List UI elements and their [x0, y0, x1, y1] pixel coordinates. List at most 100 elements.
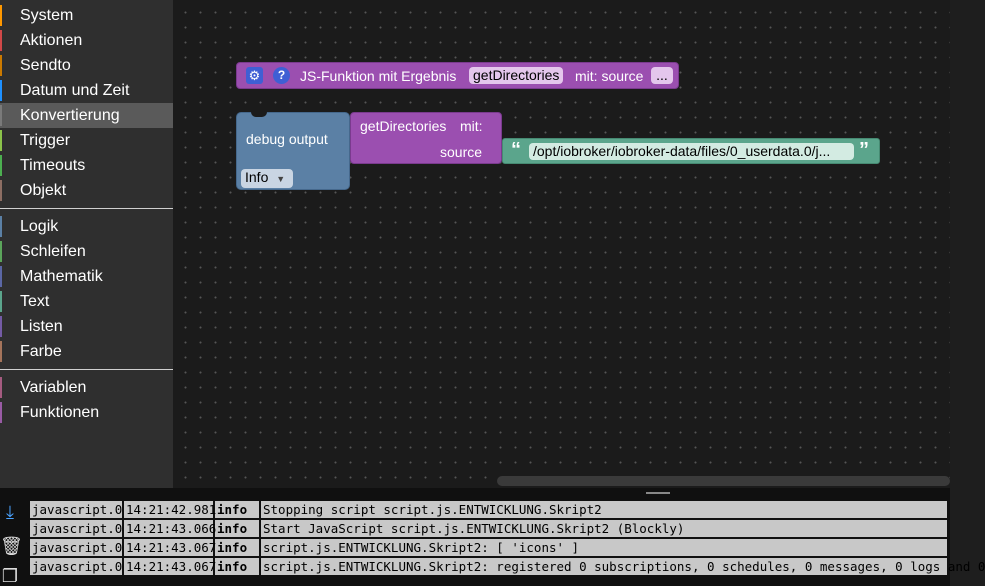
toolbox-category[interactable]: Schleifen — [0, 239, 173, 264]
log-cell-message: Stopping script script.js.ENTWICKLUNG.Sk… — [261, 501, 947, 518]
toolbox-category[interactable]: Mathematik — [0, 264, 173, 289]
category-color-stripe — [0, 80, 2, 101]
toolbox-category[interactable]: Aktionen — [0, 28, 173, 53]
log-cell-source: javascript.0 — [30, 520, 123, 537]
text-block[interactable]: “ /opt/iobroker/iobroker-data/files/0_us… — [502, 138, 880, 164]
category-label: Logik — [20, 218, 59, 235]
category-color-stripe — [0, 216, 2, 237]
log-cell-level: info — [215, 539, 259, 556]
category-label: System — [20, 7, 74, 24]
toolbox-separator — [0, 369, 173, 370]
debug-notch — [251, 112, 267, 117]
category-color-stripe — [0, 402, 2, 423]
log-level-dropdown[interactable]: Info ▼ — [241, 169, 293, 188]
category-color-stripe — [0, 155, 2, 176]
category-label: Farbe — [20, 343, 62, 360]
category-color-stripe — [0, 5, 2, 26]
copy-icon[interactable]: ❐ — [1, 566, 19, 586]
log-cell-time: 14:21:43.067 — [124, 558, 217, 575]
log-cell-time: 14:21:43.067 — [124, 539, 217, 556]
debug-output-label: debug output — [246, 131, 328, 147]
scroll-down-icon[interactable]: ⤓ — [6, 502, 14, 522]
category-label: Sendto — [20, 57, 71, 74]
function-definition-block[interactable]: ⚙ ? JS-Funktion mit Ergebnis getDirector… — [236, 62, 679, 89]
category-label: Objekt — [20, 182, 67, 199]
debug-output-block[interactable]: debug output Info ▼ — [236, 112, 350, 190]
log-cell-message: script.js.ENTWICKLUNG.Skript2: registere… — [261, 558, 985, 575]
toolbox-category[interactable]: Variablen — [0, 375, 173, 400]
toolbox-category[interactable]: Funktionen — [0, 400, 173, 425]
toolbox-category[interactable]: Sendto — [0, 53, 173, 78]
toolbox-category[interactable]: Logik — [0, 214, 173, 239]
log-cell-source: javascript.0 — [30, 558, 123, 575]
toolbox-category[interactable]: Trigger — [0, 128, 173, 153]
function-name-field[interactable]: getDirectories — [469, 67, 564, 84]
toolbox-category[interactable]: System — [0, 3, 173, 28]
category-color-stripe — [0, 105, 2, 126]
function-call-arg-label: source — [440, 144, 483, 160]
category-color-stripe — [0, 377, 2, 398]
function-params-label: mit: source — [575, 68, 644, 84]
category-label: Datum und Zeit — [20, 82, 130, 99]
toolbox-category[interactable]: Datum und Zeit — [0, 78, 173, 103]
open-quote-icon: “ — [511, 139, 521, 161]
category-label: Listen — [20, 318, 63, 335]
category-color-stripe — [0, 266, 2, 287]
category-color-stripe — [0, 291, 2, 312]
gear-icon[interactable]: ⚙ — [246, 67, 263, 84]
chevron-down-icon: ▼ — [276, 174, 286, 184]
category-label: Variablen — [20, 379, 87, 396]
text-value-field[interactable]: /opt/iobroker/iobroker-data/files/0_user… — [529, 143, 854, 160]
log-cell-level: info — [215, 501, 259, 518]
function-call-with: mit: — [460, 118, 483, 134]
clear-log-icon[interactable]: 🗑 — [0, 536, 23, 556]
log-cell-source: javascript.0 — [30, 539, 123, 556]
toolbox-category[interactable]: Listen — [0, 314, 173, 339]
more-field[interactable]: ... — [651, 67, 673, 84]
category-label: Funktionen — [20, 404, 100, 421]
toolbox-category[interactable]: Konvertierung — [0, 103, 173, 128]
category-color-stripe — [0, 30, 2, 51]
help-icon[interactable]: ? — [273, 67, 290, 84]
log-cell-time: 14:21:42.981 — [124, 501, 217, 518]
log-cell-level: info — [215, 558, 259, 575]
category-color-stripe — [0, 316, 2, 337]
category-color-stripe — [0, 130, 2, 151]
log-level-value: Info — [245, 169, 269, 185]
toolbox-category[interactable]: Text — [0, 289, 173, 314]
splitter-grip[interactable] — [646, 492, 670, 494]
log-cell-level: info — [215, 520, 259, 537]
log-cell-message: Start JavaScript script.js.ENTWICKLUNG.S… — [261, 520, 947, 537]
function-call-block[interactable]: getDirectories mit: source — [350, 112, 502, 164]
category-label: Trigger — [20, 132, 71, 149]
toolbox-category[interactable]: Farbe — [0, 339, 173, 364]
category-color-stripe — [0, 180, 2, 201]
toolbox-separator — [0, 208, 173, 209]
category-label: Konvertierung — [20, 107, 120, 124]
category-label: Aktionen — [20, 32, 83, 49]
blockly-workspace[interactable]: ⚙ ? JS-Funktion mit Ergebnis getDirector… — [173, 0, 950, 488]
toolbox-category[interactable]: Objekt — [0, 178, 173, 203]
log-cell-message: script.js.ENTWICKLUNG.Skript2: [ 'icons'… — [261, 539, 947, 556]
category-color-stripe — [0, 341, 2, 362]
category-color-stripe — [0, 241, 2, 262]
category-label: Text — [20, 293, 50, 310]
category-label: Timeouts — [20, 157, 86, 174]
category-label: Mathematik — [20, 268, 103, 285]
log-cell-source: javascript.0 — [30, 501, 123, 518]
close-quote-icon: ” — [859, 139, 869, 161]
panel-splitter[interactable] — [0, 488, 950, 497]
function-call-name: getDirectories — [360, 118, 447, 134]
horizontal-scrollbar[interactable] — [497, 476, 950, 486]
category-label: Schleifen — [20, 243, 86, 260]
log-toolbar: ⤓ 🗑 ❐ — [0, 497, 28, 586]
toolbox-category[interactable]: Timeouts — [0, 153, 173, 178]
function-definition-label: JS-Funktion mit Ergebnis — [300, 68, 457, 84]
